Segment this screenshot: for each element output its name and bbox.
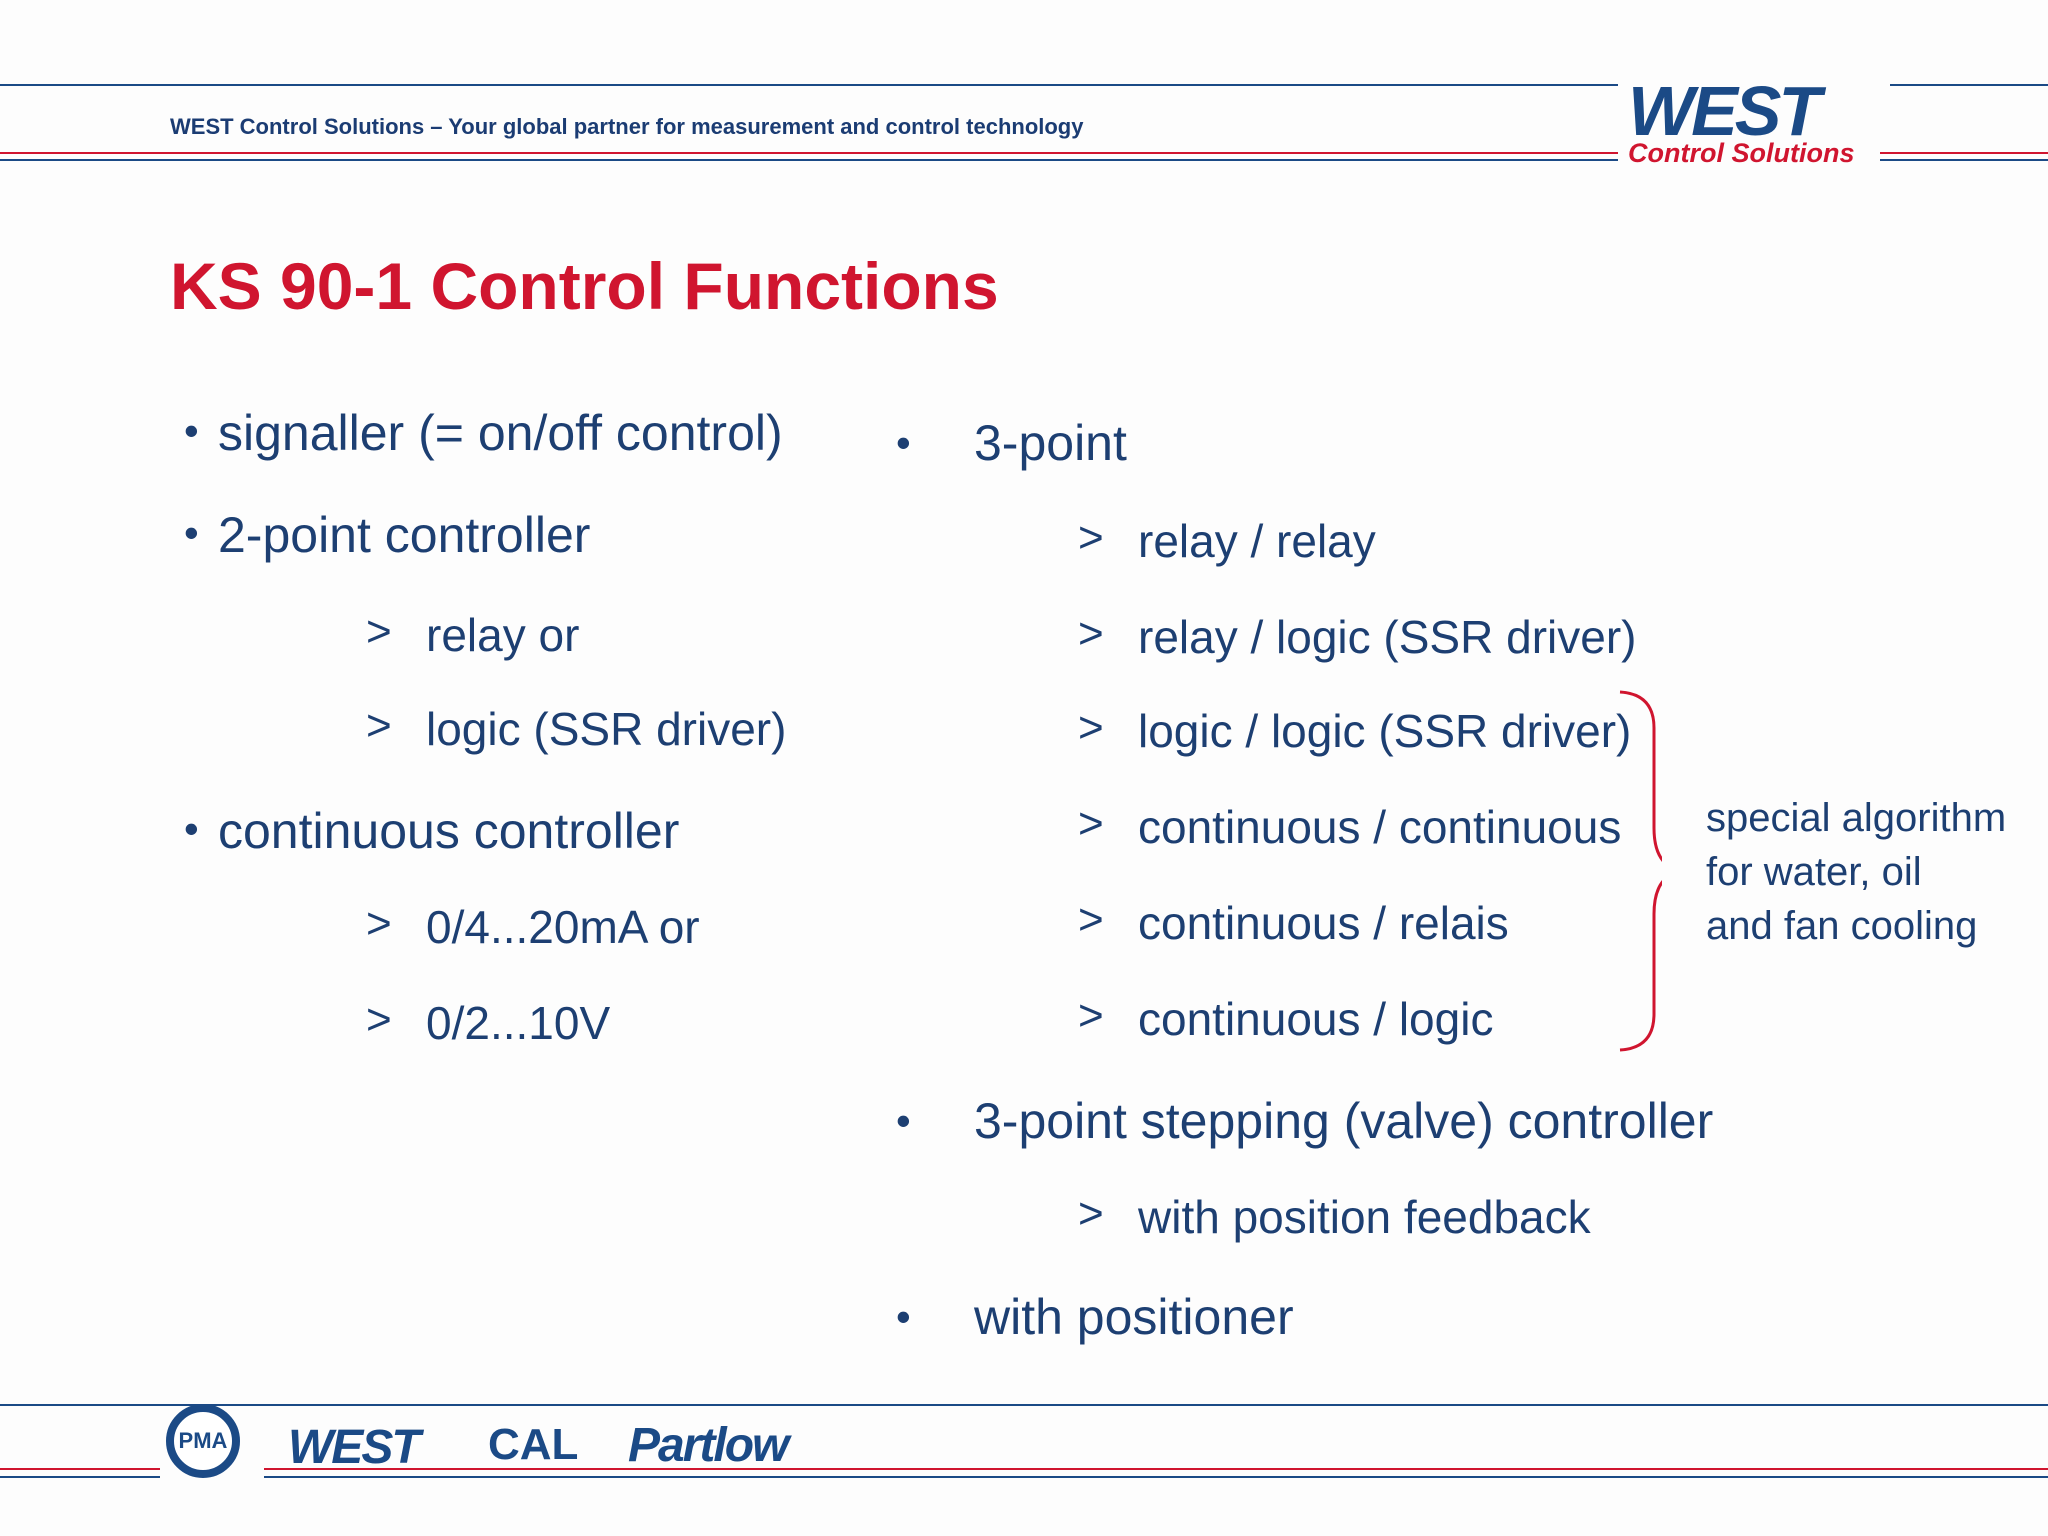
pma-logo-text: PMA bbox=[178, 1428, 228, 1453]
bullet-icon: • bbox=[896, 1293, 911, 1340]
left-item-continuous: continuous controller bbox=[218, 803, 680, 859]
footer-rule-red bbox=[0, 1468, 160, 1470]
arrow-icon: > bbox=[366, 607, 392, 656]
header-rule-red-right bbox=[1880, 152, 2048, 154]
footer-rule-top bbox=[0, 1404, 2048, 1406]
right-sub-item: relay / relay bbox=[1138, 515, 1376, 567]
bullet-icon: • bbox=[896, 419, 911, 466]
header-rule-blue-2 bbox=[0, 159, 1618, 161]
west-logo: WEST bbox=[1628, 72, 1821, 150]
pma-logo bbox=[166, 1404, 240, 1478]
left-sub-item: 0/4...20mA or bbox=[426, 901, 700, 953]
right-sub-item: with position feedback bbox=[1138, 1191, 1591, 1243]
arrow-icon: > bbox=[366, 701, 392, 750]
header-rule-blue-right bbox=[1880, 159, 2048, 161]
header-rule-top-right bbox=[1890, 84, 2048, 86]
arrow-icon: > bbox=[1078, 991, 1104, 1040]
right-sub-item: continuous / logic bbox=[1138, 993, 1494, 1045]
bracket-note-line: for water, oil bbox=[1706, 850, 1922, 894]
footer-partlow-logo: Partlow bbox=[628, 1419, 789, 1472]
arrow-icon: > bbox=[1078, 895, 1104, 944]
arrow-icon: > bbox=[1078, 1189, 1104, 1238]
right-sub-item: logic / logic (SSR driver) bbox=[1138, 705, 1632, 757]
left-sub-item: logic (SSR driver) bbox=[426, 703, 787, 755]
header-rule-top bbox=[0, 84, 1618, 86]
right-item-3-point: 3-point bbox=[974, 415, 1127, 471]
bullet-icon: • bbox=[184, 805, 199, 852]
arrow-icon: > bbox=[1078, 609, 1104, 658]
bracket-note-line: and fan cooling bbox=[1706, 904, 1978, 948]
bullet-icon: • bbox=[896, 1097, 911, 1144]
bullet-icon: • bbox=[184, 407, 199, 454]
arrow-icon: > bbox=[366, 995, 392, 1044]
left-sub-item: relay or bbox=[426, 609, 580, 661]
right-item-stepping: 3-point stepping (valve) controller bbox=[974, 1093, 1714, 1149]
footer-cal-logo: CAL bbox=[488, 1420, 579, 1469]
footer-rule-red-right bbox=[264, 1468, 2048, 1470]
left-item-2-point: 2-point controller bbox=[218, 507, 591, 563]
footer-west-logo: WEST bbox=[288, 1421, 421, 1474]
arrow-icon: > bbox=[1078, 703, 1104, 752]
page-title: KS 90-1 Control Functions bbox=[170, 249, 999, 323]
arrow-icon: > bbox=[1078, 513, 1104, 562]
left-item-signaller: signaller (= on/off control) bbox=[218, 405, 783, 461]
bracket-note-line: special algorithm bbox=[1706, 796, 2007, 840]
arrow-icon: > bbox=[366, 899, 392, 948]
footer-rule-blue-right bbox=[264, 1476, 2048, 1478]
west-logo-subtitle: Control Solutions bbox=[1628, 138, 1855, 168]
right-sub-item: continuous / continuous bbox=[1138, 801, 1622, 853]
curly-brace-icon bbox=[1619, 690, 1662, 1052]
footer-rule-blue bbox=[0, 1476, 160, 1478]
header-tagline: WEST Control Solutions – Your global par… bbox=[170, 114, 1084, 139]
bullet-icon: • bbox=[184, 509, 199, 556]
right-item-positioner: with positioner bbox=[974, 1289, 1294, 1345]
right-sub-item: continuous / relais bbox=[1138, 897, 1509, 949]
right-sub-item: relay / logic (SSR driver) bbox=[1138, 611, 1637, 663]
arrow-icon: > bbox=[1078, 799, 1104, 848]
header-rule-red bbox=[0, 152, 1618, 154]
left-sub-item: 0/2...10V bbox=[426, 997, 611, 1049]
